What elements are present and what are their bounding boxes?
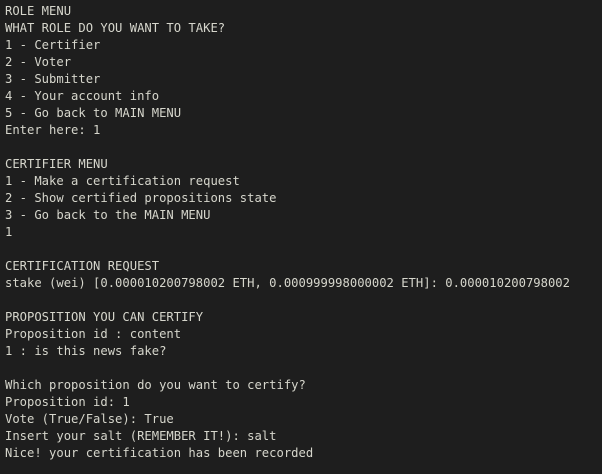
terminal-line: 5 - Go back to MAIN MENU <box>5 106 182 120</box>
terminal-line: 3 - Submitter <box>5 72 101 86</box>
terminal-line: Proposition id : content <box>5 327 182 341</box>
terminal-line: 4 - Your account info <box>5 89 160 103</box>
terminal-line: Proposition id: 1 <box>5 395 130 409</box>
terminal-blank-line <box>5 241 602 258</box>
terminal-line: 2 - Voter <box>5 55 72 69</box>
terminal-line: Nice! your certification has been record… <box>5 446 314 460</box>
terminal-line: Enter here: 1 <box>5 123 101 137</box>
terminal-line: 2 - Show certified propositions state <box>5 191 277 205</box>
terminal-line: 1 : is this news fake? <box>5 344 167 358</box>
terminal-line: ROLE MENU <box>5 4 72 18</box>
terminal-line: WHAT ROLE DO YOU WANT TO TAKE? <box>5 21 226 35</box>
terminal-line: CERTIFICATION REQUEST <box>5 259 160 273</box>
terminal-blank-line <box>5 360 602 377</box>
terminal-line: 3 - Go back to the MAIN MENU <box>5 208 211 222</box>
terminal-line: stake (wei) [0.000010200798002 ETH, 0.00… <box>5 276 570 290</box>
terminal-line: 1 - Make a certification request <box>5 174 240 188</box>
terminal-line: 1 - Certifier <box>5 38 101 52</box>
terminal-line: Insert your salt (REMEMBER IT!): salt <box>5 429 277 443</box>
terminal-blank-line <box>5 139 602 156</box>
terminal-line: PROPOSITION YOU CAN CERTIFY <box>5 310 204 324</box>
terminal-blank-line <box>5 292 602 309</box>
terminal-line: 1 <box>5 225 13 239</box>
terminal-line: CERTIFIER MENU <box>5 157 108 171</box>
terminal-line: Vote (True/False): True <box>5 412 174 426</box>
terminal-line: Which proposition do you want to certify… <box>5 378 306 392</box>
